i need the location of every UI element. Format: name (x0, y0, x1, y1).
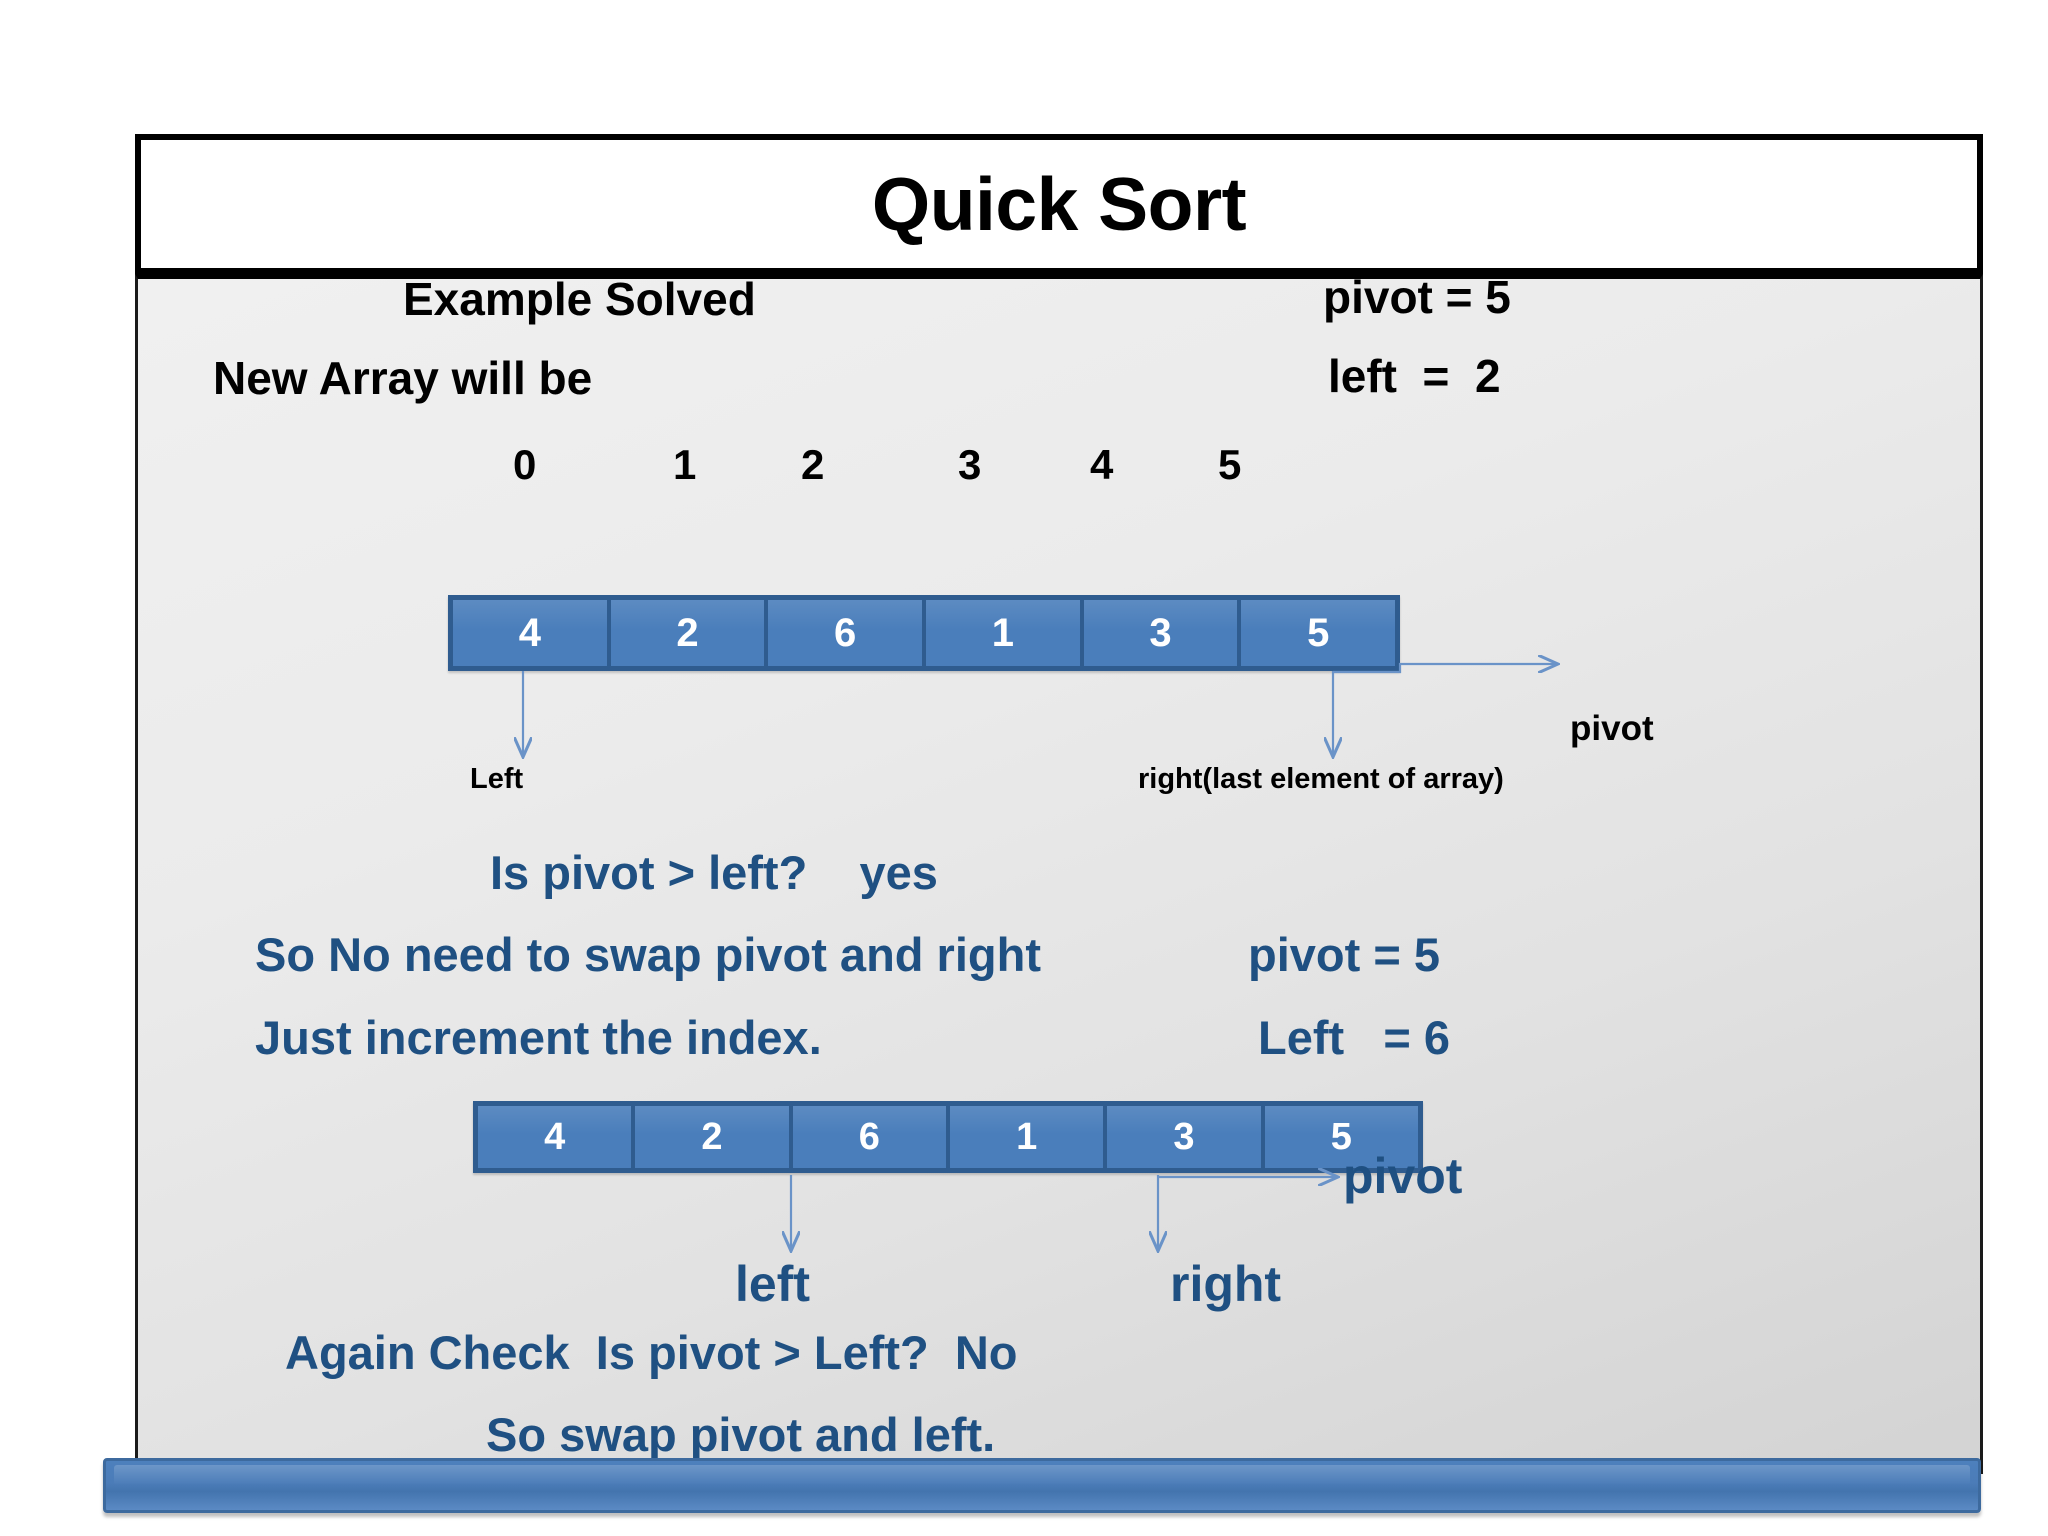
array-one-cell-4: 3 (1083, 600, 1242, 666)
index-2: 2 (801, 441, 825, 488)
index-5: 5 (1218, 441, 1242, 488)
footer-line-1: Again Check Is pivot > Left? No (285, 1326, 1018, 1379)
array-one-cell-2: 6 (768, 600, 927, 666)
array-one-cell-0: 4 (453, 600, 611, 666)
array-two-cell-0: 4 (478, 1106, 636, 1168)
array-two-cell-2: 6 (792, 1106, 950, 1168)
array-two-cell-5: 5 (1264, 1106, 1419, 1168)
array-one-label-pivot: pivot (1570, 709, 1654, 748)
index-0: 0 (513, 441, 537, 488)
array-one-label-right: right(last element of array) (1138, 763, 1504, 795)
heading-pivot-value: pivot = 5 (1323, 274, 1511, 323)
array-two-arrow-layer (138, 279, 1983, 1474)
middle-line-swap: So No need to swap pivot and right (255, 928, 1041, 981)
middle-question: Is pivot > left? yes (490, 846, 938, 899)
array-two-cell-3: 1 (949, 1106, 1108, 1168)
heading-new-array: New Array will be (213, 352, 593, 404)
array-one-cell-5: 5 (1241, 600, 1396, 666)
array-one-label-left: Left (470, 763, 524, 795)
array-two-cell-4: 3 (1107, 1106, 1265, 1168)
footer-line-2: So swap pivot and left. (486, 1408, 996, 1461)
heading-example-solved: Example Solved (403, 274, 756, 325)
array-two-label-pivot: pivot (1343, 1148, 1463, 1204)
middle-left-value: Left = 6 (1258, 1011, 1450, 1064)
array-two-label-right: right (1170, 1256, 1282, 1312)
index-1: 1 (673, 441, 697, 488)
slide-body: Example Solved pivot = 5 New Array will … (135, 274, 1983, 1474)
array-two-cell-1: 2 (635, 1106, 793, 1168)
array-two-label-left: left (735, 1256, 810, 1312)
index-3: 3 (958, 441, 982, 488)
array-one-arrow-layer (138, 279, 1983, 1474)
middle-pivot-value: pivot = 5 (1248, 928, 1440, 981)
index-4: 4 (1090, 441, 1114, 488)
heading-left-value: left = 2 (1328, 350, 1501, 402)
array-one-cell-1: 2 (610, 600, 769, 666)
middle-line-increment: Just increment the index. (255, 1011, 822, 1064)
array-one-cell-3: 1 (926, 600, 1084, 666)
page-title: Quick Sort (871, 161, 1247, 246)
slide-title-box: Quick Sort (135, 134, 1983, 274)
bottom-accent-bar (103, 1458, 1981, 1513)
